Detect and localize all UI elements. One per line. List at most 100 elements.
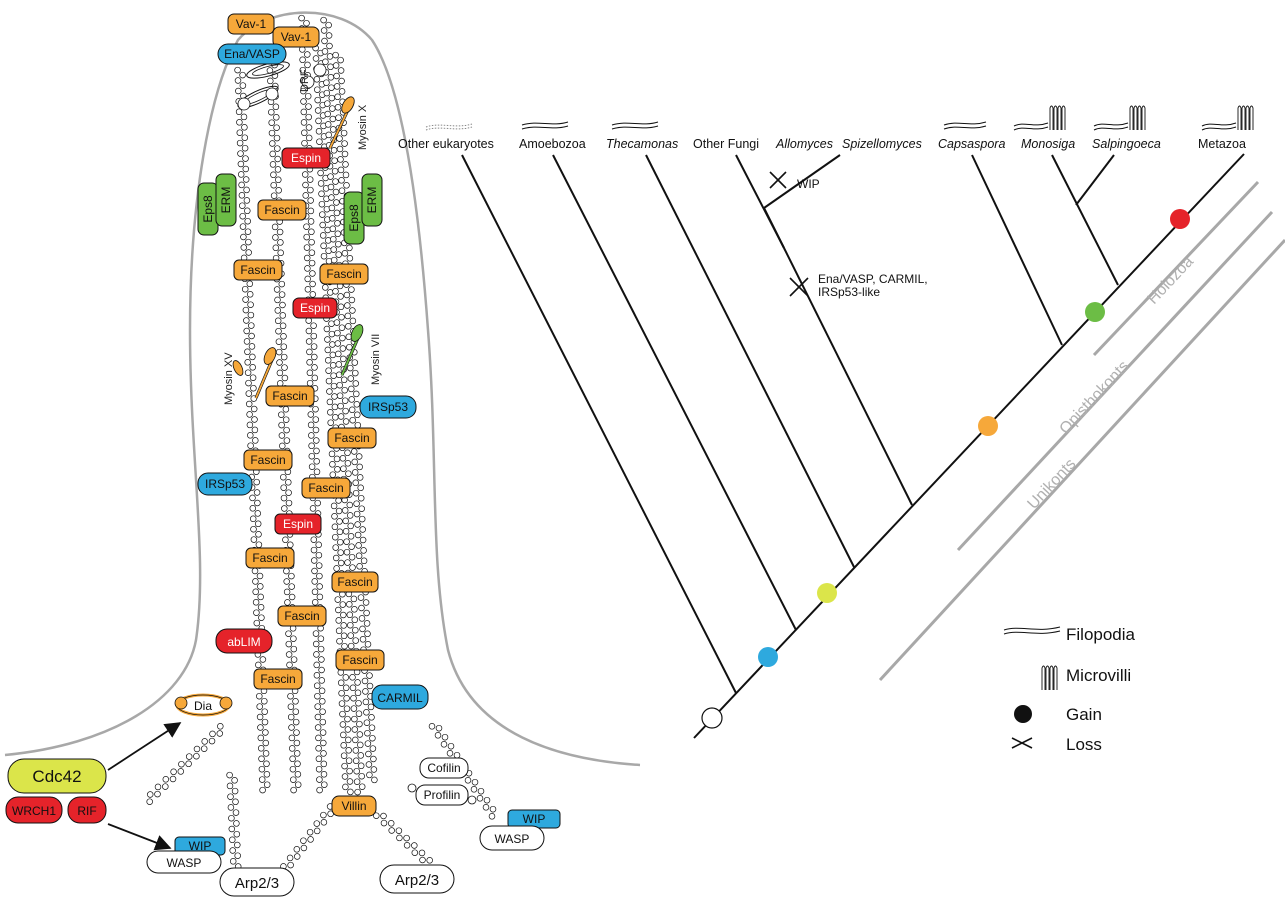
svg-text:IRSp53: IRSp53 [205,477,245,491]
gain-unikonts-blue [758,647,778,667]
villin-pill: Villin [331,795,377,817]
taxon-capsaspora: Capsaspora [938,137,1005,151]
opisthokonts-label: Opisthokonts [1056,358,1132,438]
legend-loss: Loss [1066,735,1102,754]
svg-text:WASP: WASP [167,856,202,870]
svg-text:WIP: WIP [523,812,546,826]
myosin-xv [232,347,277,399]
profilin-pill: Profilin [407,783,477,806]
arp23-complex-left: Arp2/3 [219,867,295,897]
loss-mark-wip [769,171,787,189]
taxon-allomyces: Allomyces [775,137,833,151]
filopodia-icon [521,121,987,130]
opisthokonts-bar [956,210,1274,552]
svg-text:Dia: Dia [194,699,212,713]
svg-text:Fascin: Fascin [264,203,299,217]
fascin-pill: Fascin [265,385,315,407]
svg-text:Ena/VASP: Ena/VASP [224,47,280,61]
svg-text:WIP: WIP [189,839,212,853]
svg-text:Fascin: Fascin [260,672,295,686]
gain-holozoa-green [1085,302,1105,322]
myosin-x-label: Myosin X [357,104,369,150]
svg-text:Arp2/3: Arp2/3 [395,872,439,889]
legend-filopodia: Filopodia [1066,625,1136,644]
fascin-pill: Fascin [243,449,293,471]
taxon-other-fungi: Other Fungi [693,137,759,151]
ablim-pill: abLIM [215,628,273,654]
svg-text:Villin: Villin [341,799,366,813]
svg-text:abLIM: abLIM [227,635,260,649]
taxon-other-eukaryotes: Other eukaryotes [398,137,494,151]
wasp-pill-right: WASP [479,825,545,851]
legend-filopodia-icon [1003,626,1061,635]
svg-text:Espin: Espin [283,517,313,531]
dia-formin: Dia [174,693,233,717]
irsp53-pill-2: IRSp53 [197,472,253,496]
fascin-pill: Fascin [277,605,327,627]
fascin-pill: Fascin [253,668,303,690]
rif-pill: RIF [67,796,107,824]
svg-text:CARMIL: CARMIL [377,691,423,705]
fascin-pill: Fascin [327,427,377,449]
loss-label-ena-line2: IRSp53-like [818,285,880,299]
gain-metazoa-red [1170,209,1190,229]
cofilin-pill: Cofilin [419,757,469,779]
fascin-pill: Fascin [319,263,369,285]
fascin-pill: Fascin [257,199,307,221]
espin-pill-3: Espin [274,513,322,535]
legend-gain: Gain [1066,705,1102,724]
myosin-vii-label: Myosin VII [370,334,382,385]
cdc42-arrow [107,722,182,771]
svg-text:WASP: WASP [495,832,530,846]
wrch1-pill: WRCH1 [5,796,63,824]
fascin-pill: Fascin [233,259,283,281]
drf-formin [237,61,327,111]
svg-text:Fascin: Fascin [250,453,285,467]
cell-membrane [4,11,641,767]
svg-text:Cdc42: Cdc42 [32,767,81,786]
eps8-pill-1: Eps8 [197,182,219,236]
espin-pill-1: Espin [281,147,331,169]
svg-text:Fascin: Fascin [284,609,319,623]
svg-text:Espin: Espin [291,151,321,165]
wrch1-arrow [107,823,172,851]
svg-text:Fascin: Fascin [334,431,369,445]
svg-text:Espin: Espin [300,301,330,315]
svg-text:RIF: RIF [77,804,96,818]
svg-text:Vav-1: Vav-1 [281,30,312,44]
espin-pill-2: Espin [292,297,338,319]
svg-text:ERM: ERM [365,187,379,214]
svg-text:Fascin: Fascin [326,267,361,281]
gain-root-empty [701,707,723,729]
taxon-monosiga: Monosiga [1021,137,1075,151]
legend: Filopodia Microvilli Gain Loss [1003,625,1136,754]
filopodium-panel: DRF Myosin X Myosin XV Myosin VII Vav-1 … [4,11,641,897]
drf-label: DRF [299,69,311,92]
unikonts-bar [878,238,1285,682]
vav1-pill: Vav-1 [272,26,320,48]
fascin-pill: Fascin [245,547,295,569]
phylogeny-panel: Holozoa Opisthokonts Unikonts WIP Ena [398,105,1285,754]
svg-text:IRSp53: IRSp53 [368,400,408,414]
svg-text:ERM: ERM [219,187,233,214]
loss-label-wip: WIP [797,177,820,191]
holozoa-bar [1092,180,1260,357]
myosin-x [328,96,355,149]
svg-text:Eps8: Eps8 [201,195,215,223]
arp23-complex-right: Arp2/3 [379,864,455,894]
taxon-amoebozoa: Amoebozoa [519,137,586,151]
legend-gain-icon [1014,705,1032,723]
fascin-pill: Fascin [335,649,385,671]
svg-text:Profilin: Profilin [424,788,461,802]
svg-text:Vav-1: Vav-1 [236,17,267,31]
gain-opisthokonts-orange [978,416,998,436]
tree-branches [461,153,1245,739]
svg-text:WRCH1: WRCH1 [12,804,56,818]
legend-loss-icon [1011,737,1033,749]
fascin-pill: Fascin [301,477,351,499]
wip-pill-right: WIP [507,809,561,829]
loss-label-ena-line1: Ena/VASP, CARMIL, [818,272,928,286]
taxon-spizellomyces: Spizellomyces [842,137,922,151]
svg-text:Cofilin: Cofilin [427,761,460,775]
